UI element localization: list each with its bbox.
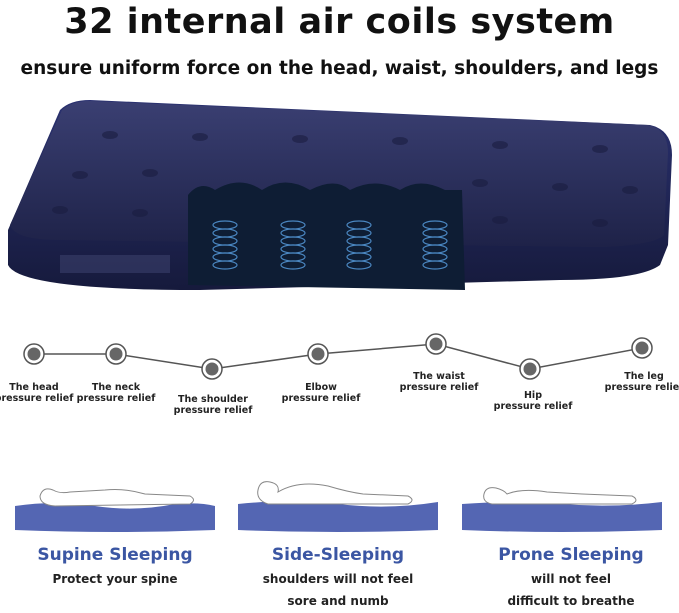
label-line: pressure relief (493, 401, 573, 412)
label-line: pressure relief (281, 393, 361, 404)
supine-desc: Protect your spine (52, 572, 178, 586)
label-line: pressure relief (399, 382, 479, 393)
label-line: pressure relief (76, 393, 156, 404)
label-line: The leg (624, 371, 664, 382)
label-line: The shoulder (178, 394, 248, 405)
supine-title: Supine Sleeping (37, 545, 193, 565)
label-line: The waist (413, 371, 465, 382)
side-desc-line1: shoulders will not feel (262, 572, 414, 586)
marker-neck (105, 343, 127, 365)
label-line: pressure relief (604, 382, 679, 393)
air-mattress-image (8, 100, 672, 290)
prone-desc-line1: will not feel (531, 572, 611, 586)
prone-title: Prone Sleeping (498, 545, 644, 565)
marker-hip (519, 358, 541, 380)
marker-elbow (307, 343, 329, 365)
side-title: Side-Sleeping (271, 545, 405, 565)
label-line: pressure relief (173, 405, 253, 416)
label-line: Elbow (305, 382, 337, 393)
label-line: Hip (523, 390, 542, 401)
supine-sleeping-illustration (15, 488, 215, 532)
side-desc-line2: sore and numb (287, 594, 389, 608)
prone-sleeping-illustration (462, 487, 662, 532)
side-sleeping-illustration (238, 481, 438, 532)
page-subtitle: ensure uniform force on the head, waist,… (20, 58, 659, 79)
marker-leg (631, 337, 653, 359)
label-line: The head (9, 382, 59, 393)
marker-waist (425, 333, 447, 355)
marker-shoulder (201, 358, 223, 380)
pressure-point-markers (23, 333, 653, 380)
pressure-relief-timeline (23, 333, 653, 380)
marker-head (23, 343, 45, 365)
page-title: 32 internal air coils system (64, 2, 615, 42)
label-line: The neck (91, 382, 141, 393)
prone-desc-line2: difficult to breathe (507, 594, 635, 608)
label-line: pressure relief (0, 393, 74, 404)
